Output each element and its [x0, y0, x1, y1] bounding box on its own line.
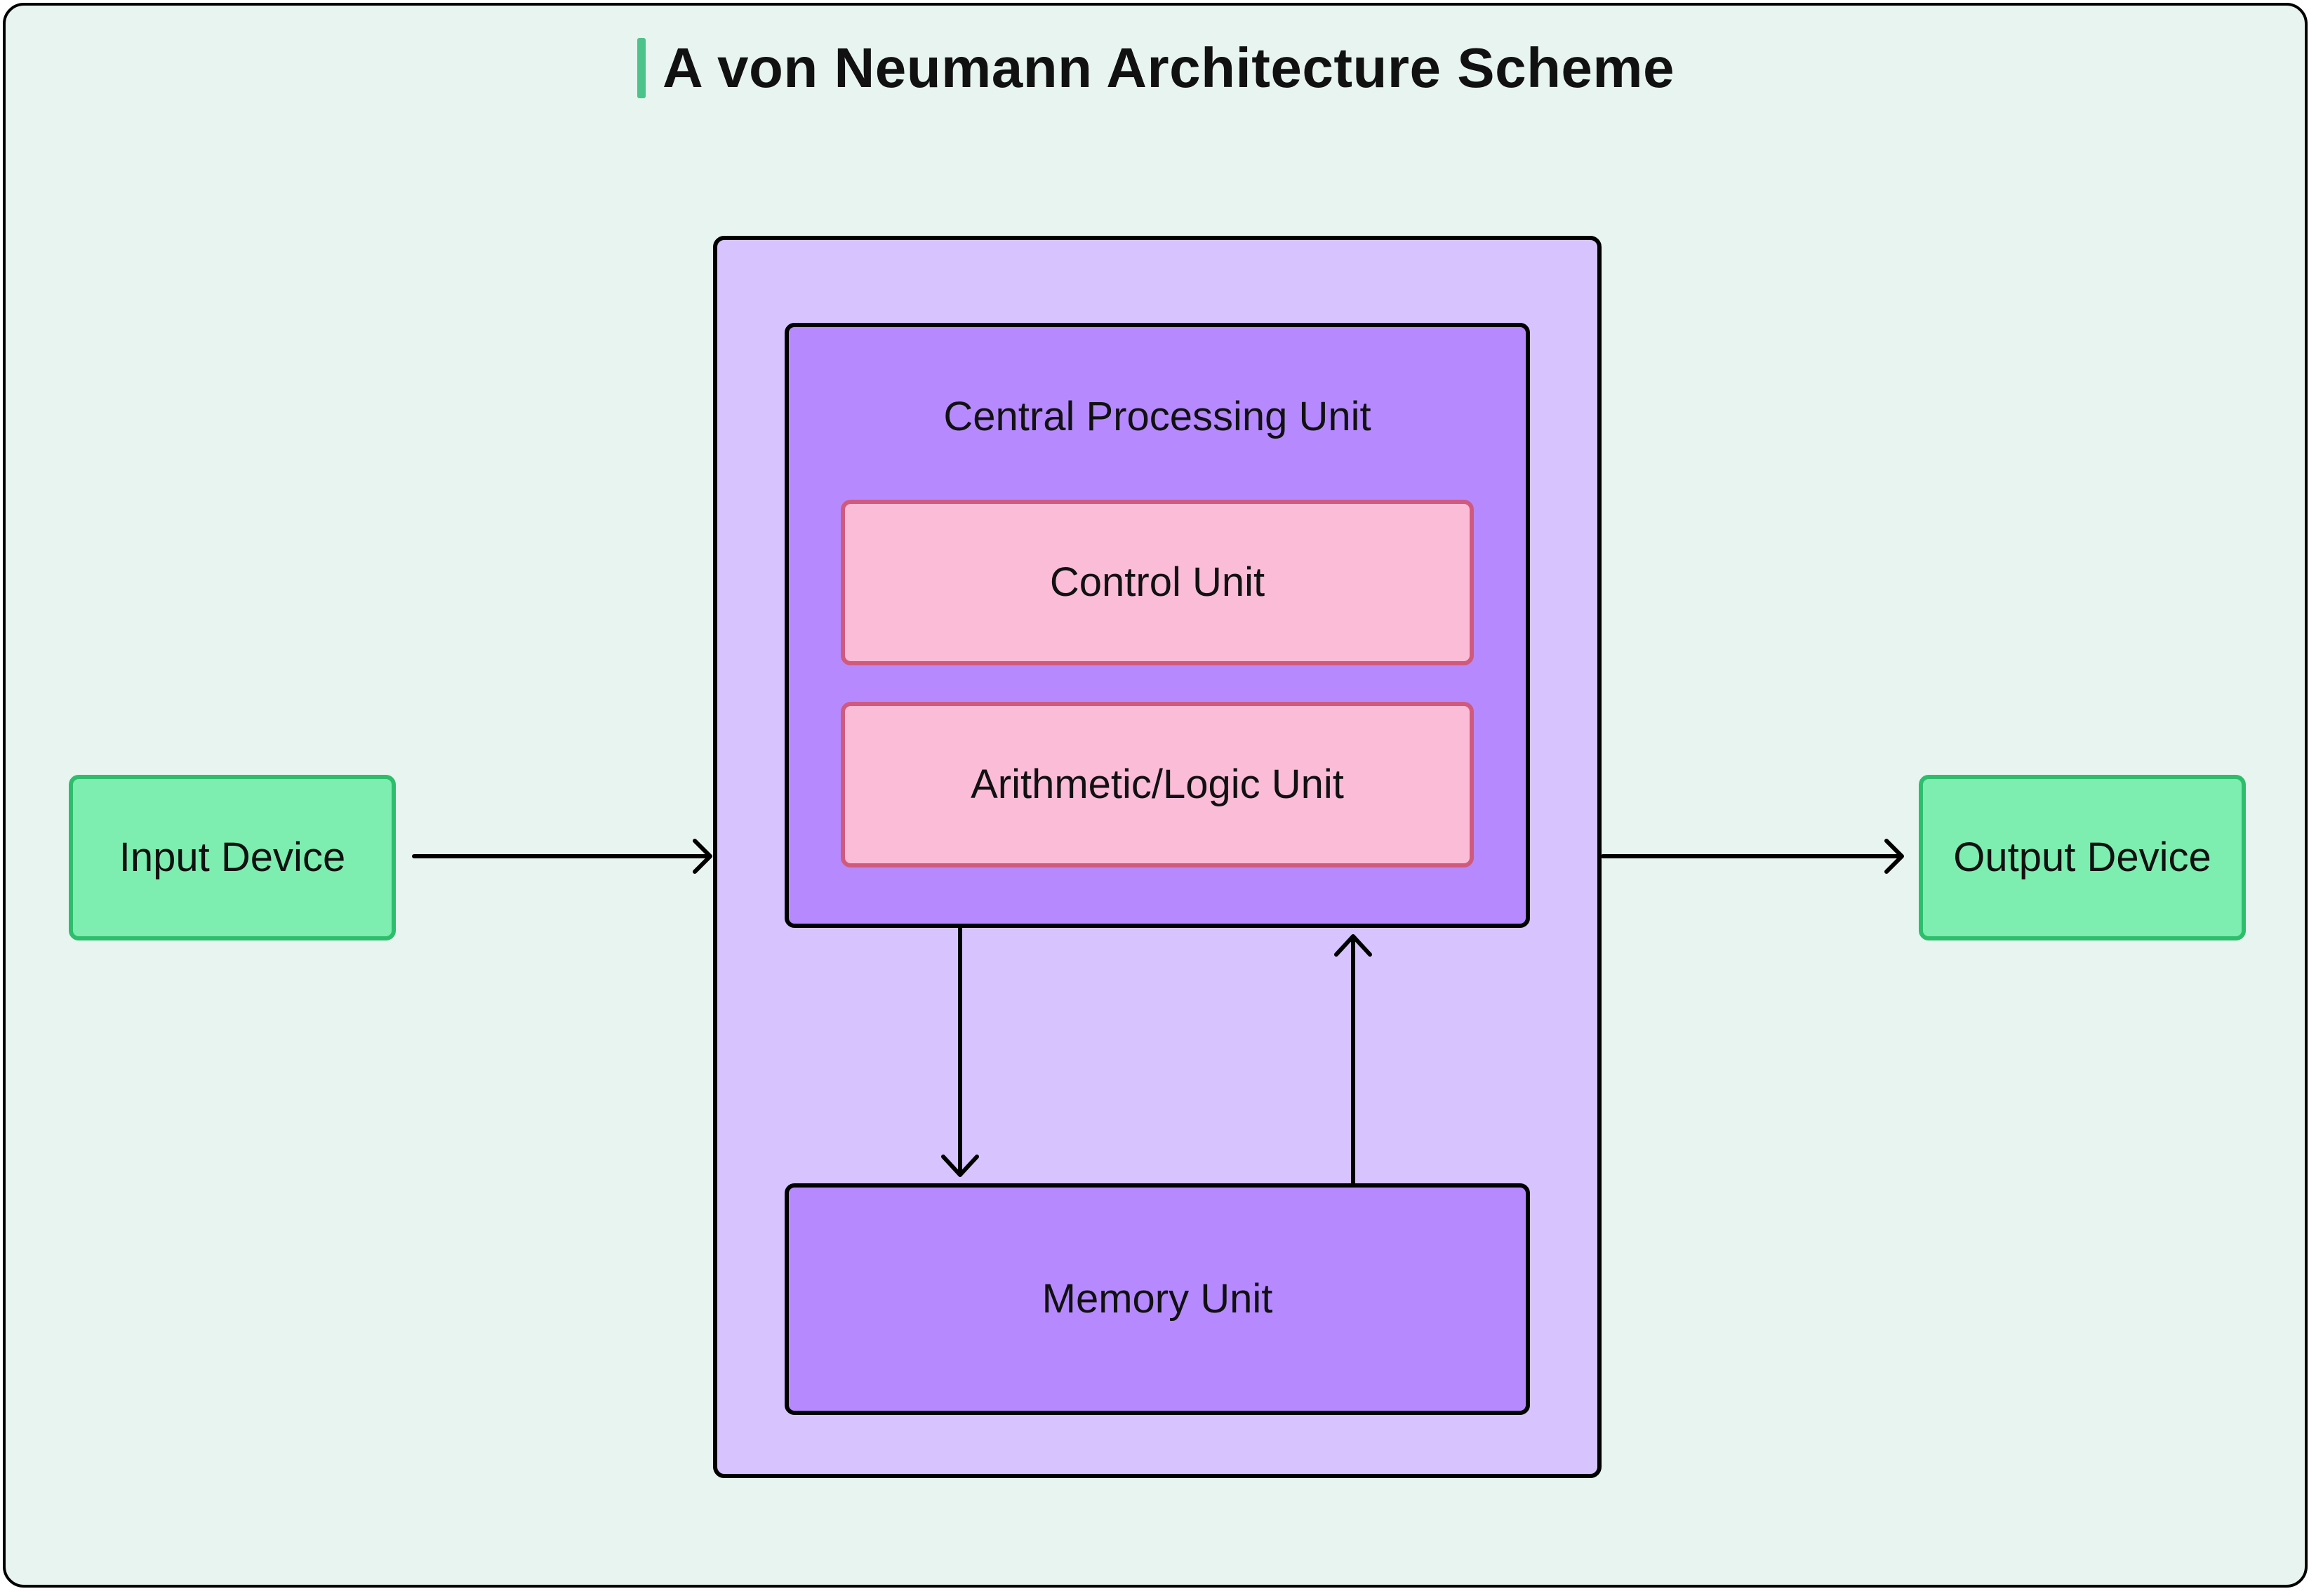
control-unit-label: Control Unit [1049, 559, 1265, 605]
output-device-node: Output Device [1919, 775, 2246, 940]
input-device-node: Input Device [69, 775, 396, 940]
alu-label: Arithmetic/Logic Unit [971, 761, 1344, 807]
title-block: A von Neumann Architecture Scheme [637, 36, 1675, 100]
diagram-title: A von Neumann Architecture Scheme [663, 36, 1675, 99]
control-unit-node: Control Unit [841, 500, 1474, 665]
alu-node: Arithmetic/Logic Unit [841, 702, 1474, 867]
output-device-label: Output Device [1953, 834, 2211, 880]
memory-unit-label: Memory Unit [1041, 1275, 1273, 1322]
memory-unit-node: Memory Unit [785, 1183, 1530, 1415]
title-accent-bar [637, 38, 646, 98]
input-device-label: Input Device [119, 834, 346, 880]
cpu-label: Central Processing Unit [943, 394, 1371, 439]
